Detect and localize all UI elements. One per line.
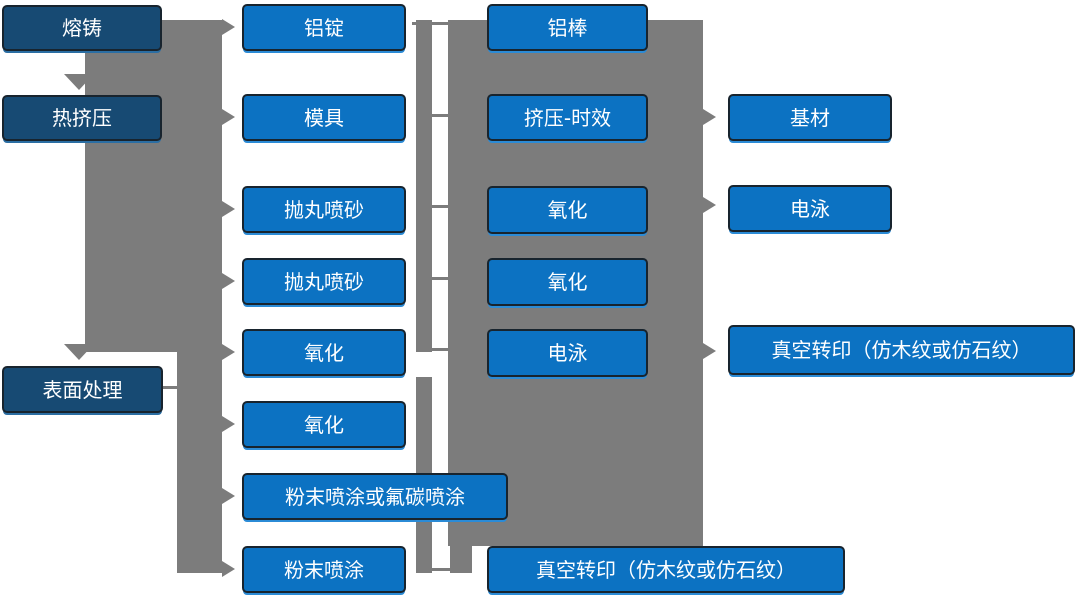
- node-vacuum-transfer-print-right: 真空转印（仿木纹或仿石纹）: [728, 325, 1075, 375]
- connector-line: [430, 114, 452, 117]
- connector-bar-middle-upper: [416, 20, 432, 352]
- node-powder-coating: 粉末喷涂: [242, 546, 406, 593]
- connector-line: [412, 22, 450, 25]
- node-shot-blasting-2: 抛丸喷砂: [242, 258, 406, 305]
- node-powder-or-fluorocarbon-coating: 粉末喷涂或氟碳喷涂: [242, 473, 508, 520]
- node-vacuum-transfer-print-bottom: 真空转印（仿木纹或仿石纹）: [487, 546, 845, 593]
- connector-line: [430, 277, 452, 280]
- node-base-material: 基材: [728, 94, 892, 141]
- node-melting-casting: 熔铸: [2, 5, 162, 51]
- node-oxidation-1: 氧化: [242, 329, 406, 376]
- arrow-right-icon: [222, 109, 235, 125]
- connector-stub-bottom: [450, 546, 472, 573]
- connector-line: [163, 386, 179, 389]
- node-electrophoresis-2: 电泳: [728, 185, 892, 232]
- arrow-right-icon: [703, 343, 716, 359]
- node-aluminum-rod: 铝棒: [487, 4, 648, 51]
- node-oxidation-3: 氧化: [487, 186, 648, 234]
- node-oxidation-2: 氧化: [242, 401, 406, 448]
- connector-line: [430, 205, 452, 208]
- connector-trunk-left: [85, 20, 222, 352]
- node-mold: 模具: [242, 94, 406, 141]
- node-electrophoresis-1: 电泳: [487, 329, 648, 377]
- node-shot-blasting-1: 抛丸喷砂: [242, 186, 406, 233]
- node-hot-extrusion: 热挤压: [2, 95, 162, 141]
- node-oxidation-4: 氧化: [487, 258, 648, 306]
- arrow-down-icon: [64, 74, 94, 90]
- node-aluminum-ingot: 铝锭: [242, 4, 406, 51]
- arrow-right-icon: [222, 19, 235, 35]
- arrow-right-icon: [703, 109, 716, 125]
- arrow-right-icon: [222, 488, 235, 504]
- arrow-right-icon: [222, 273, 235, 289]
- arrow-right-icon: [222, 561, 235, 577]
- arrow-right-icon: [222, 416, 235, 432]
- connector-trunk-left-lower: [177, 345, 222, 573]
- node-extrusion-aging: 挤压-时效: [487, 94, 648, 141]
- arrow-right-icon: [222, 201, 235, 217]
- node-surface-treatment: 表面处理: [2, 366, 163, 413]
- connector-line: [430, 348, 452, 351]
- arrow-down-icon: [64, 344, 94, 360]
- arrow-right-icon: [703, 197, 716, 213]
- arrow-right-icon: [222, 344, 235, 360]
- connector-line: [430, 568, 452, 571]
